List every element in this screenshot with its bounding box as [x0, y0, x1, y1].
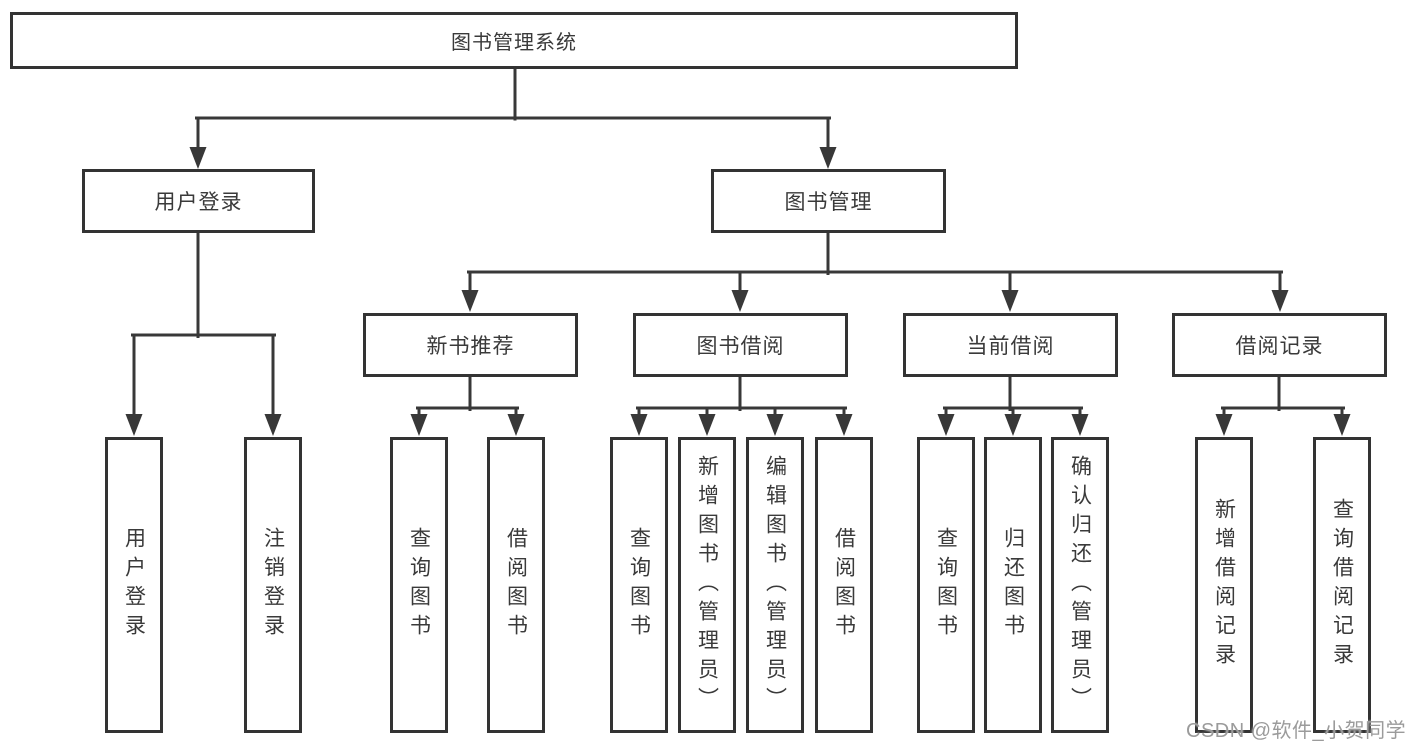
leaf-br-query-record: 查询借阅记录: [1313, 437, 1371, 733]
leaf-bb-edit-book-admin: 编辑图书（管理员）: [746, 437, 804, 733]
node-book-management-label: 图书管理: [784, 191, 873, 214]
node-library-system: 图书管理系统: [10, 12, 1018, 69]
leaf-bb-query-book: 查询图书: [610, 437, 668, 733]
leaf-cb-return-book: 归还图书: [984, 437, 1042, 733]
leaf-nb-query-book-label: 查询图书: [407, 527, 431, 643]
leaf-cb-query-book-label: 查询图书: [934, 527, 958, 643]
leaf-br-add-record: 新增借阅记录: [1195, 437, 1253, 733]
node-borrow-records: 借阅记录: [1172, 313, 1387, 377]
leaf-nb-borrow-book-label: 借阅图书: [504, 527, 528, 643]
leaf-bb-add-book-admin-label: 新增图书（管理员）: [695, 454, 719, 716]
leaf-user-login: 用户登录: [105, 437, 163, 733]
leaf-br-add-record-label: 新增借阅记录: [1212, 498, 1236, 672]
leaf-cb-query-book: 查询图书: [917, 437, 975, 733]
node-current-borrow-label: 当前借阅: [966, 335, 1055, 358]
node-new-book-recommend: 新书推荐: [363, 313, 578, 377]
leaf-user-login-label: 用户登录: [122, 527, 146, 643]
node-current-borrow: 当前借阅: [903, 313, 1118, 377]
leaf-bb-borrow-book-label: 借阅图书: [832, 527, 856, 643]
node-book-borrow: 图书借阅: [633, 313, 848, 377]
leaf-cb-confirm-return-admin-label: 确认归还（管理员）: [1068, 454, 1092, 716]
node-library-system-label: 图书管理系统: [451, 32, 577, 54]
leaf-nb-borrow-book: 借阅图书: [487, 437, 545, 733]
node-user-login: 用户登录: [82, 169, 315, 233]
leaf-bb-borrow-book: 借阅图书: [815, 437, 873, 733]
leaf-br-query-record-label: 查询借阅记录: [1330, 498, 1354, 672]
node-user-login-label: 用户登录: [154, 191, 243, 214]
csdn-watermark: CSDN @软件_小贺同学: [1186, 720, 1405, 742]
leaf-nb-query-book: 查询图书: [390, 437, 448, 733]
leaf-cb-confirm-return-admin: 确认归还（管理员）: [1051, 437, 1109, 733]
leaf-logout: 注销登录: [244, 437, 302, 733]
leaf-bb-add-book-admin: 新增图书（管理员）: [678, 437, 736, 733]
leaf-cb-return-book-label: 归还图书: [1001, 527, 1025, 643]
leaf-bb-edit-book-admin-label: 编辑图书（管理员）: [763, 454, 787, 716]
node-new-book-recommend-label: 新书推荐: [426, 335, 515, 358]
leaf-logout-label: 注销登录: [261, 527, 285, 643]
node-book-borrow-label: 图书借阅: [696, 335, 785, 358]
leaf-bb-query-book-label: 查询图书: [627, 527, 651, 643]
node-borrow-records-label: 借阅记录: [1235, 335, 1324, 358]
node-book-management: 图书管理: [711, 169, 946, 233]
